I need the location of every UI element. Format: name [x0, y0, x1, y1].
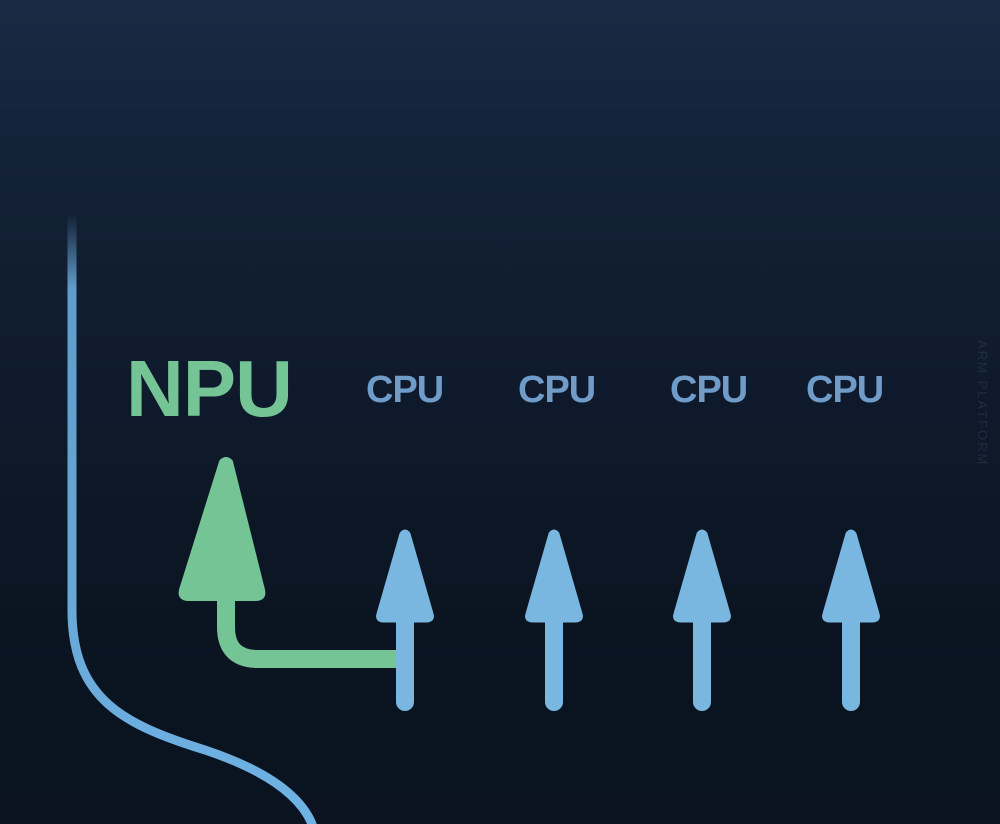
cpu-label: CPU	[670, 369, 748, 411]
cpu-arrow-icon	[376, 529, 434, 711]
cpu-label: CPU	[366, 369, 444, 411]
cpu-arrow-icon	[822, 529, 880, 711]
left-boundary-line	[67, 210, 317, 824]
cpu-arrow-icon	[525, 529, 583, 711]
npu-label: NPU	[126, 344, 293, 433]
npu-arrow-icon	[178, 457, 414, 668]
cpu-arrow-icon	[673, 529, 731, 711]
cpu-label: CPU	[518, 369, 596, 411]
watermark-text: ARM PLATFORM	[975, 340, 990, 467]
cpu-label: CPU	[806, 369, 884, 411]
